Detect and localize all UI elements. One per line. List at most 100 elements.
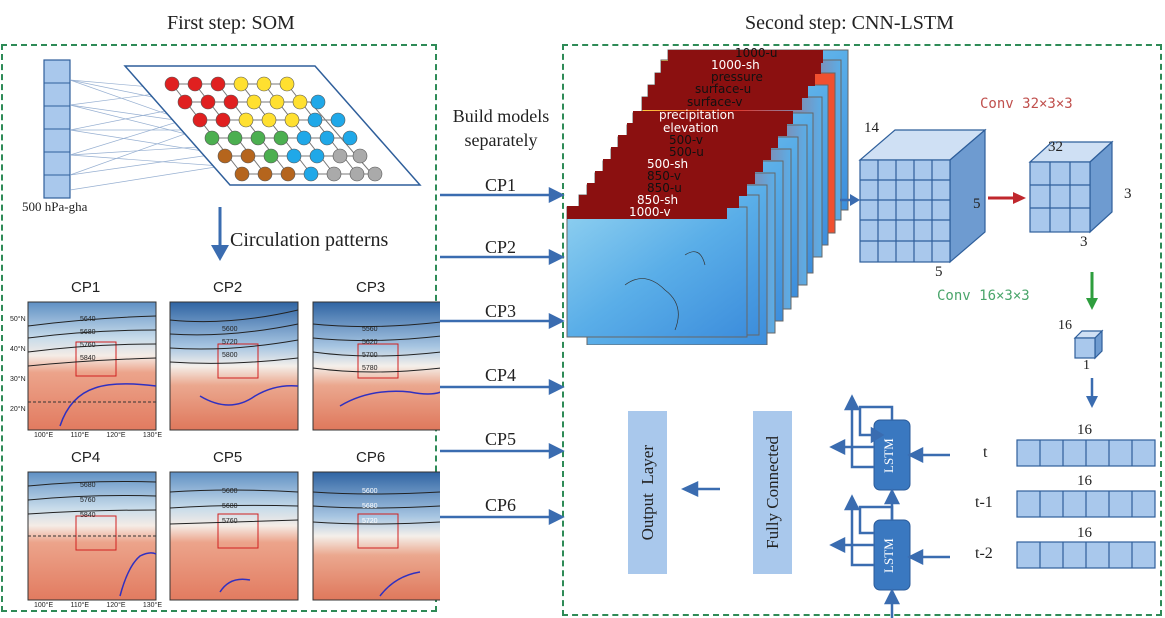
- map-cp6: [312, 471, 440, 601]
- cube2-depth-label: 32: [1048, 139, 1063, 155]
- var-label: 500-u: [669, 145, 704, 159]
- contour-labels-cp4: 5680 5760 5840: [80, 478, 96, 523]
- cube-2: [1028, 140, 1114, 234]
- lon-label: 130°E: [142, 432, 162, 439]
- step2-title: Second step: CNN-LSTM: [745, 12, 954, 34]
- lstm-section: [681, 394, 950, 618]
- var-label: 850-sh: [637, 193, 679, 207]
- contour-label: 5720: [362, 518, 378, 525]
- cp3-label: CP3: [485, 301, 517, 321]
- contour-label: 5700: [362, 352, 378, 359]
- lon-label: 100°E: [34, 602, 54, 609]
- cp1-label: CP1: [485, 175, 517, 195]
- contour-label: 5760: [222, 518, 238, 525]
- sequence-vectors: [1016, 439, 1156, 569]
- var-label: 500-sh: [647, 157, 689, 171]
- contour-labels-cp2: 5600 5720 5800: [222, 323, 238, 362]
- contour-label: 5720: [222, 339, 238, 346]
- cube1-depth-label: 14: [864, 120, 879, 136]
- seq-time-t-2: t-2: [975, 545, 993, 562]
- som-input-label: 500 hPa-gha: [22, 199, 88, 214]
- contour-labels-cp1: 5640 5680 5760 5840: [80, 313, 96, 365]
- map-cp5: [169, 471, 299, 601]
- panel-title-cp6: CP6: [356, 449, 386, 466]
- contour-label: 5600: [362, 488, 378, 495]
- down-arrow-icon: [211, 207, 229, 261]
- contour-label: 5760: [80, 497, 96, 504]
- cp4-label: CP4: [485, 365, 517, 385]
- build-label-line2: separately: [464, 130, 538, 150]
- contour-label: 5680: [362, 503, 378, 510]
- lon-label: 110°E: [70, 432, 90, 439]
- var-label: 500-v: [669, 133, 704, 147]
- variable-stack: [565, 45, 855, 345]
- var-label: 1000-u: [735, 46, 778, 60]
- lon-label: 100°E: [34, 432, 54, 439]
- circulation-patterns-label: Circulation patterns: [230, 229, 389, 251]
- lon-label: 120°E: [106, 602, 126, 609]
- seq-time-t: t: [983, 444, 988, 461]
- output-layer: Output Layer: [628, 411, 667, 574]
- som-network: [43, 59, 422, 199]
- cube2-side-label: 3: [1124, 186, 1132, 202]
- var-label: elevation: [663, 121, 719, 135]
- lstm-label-top: LSTM: [881, 438, 896, 474]
- lat-label: 30°N: [10, 376, 26, 383]
- fully-connected-layer: Fully Connected: [753, 411, 792, 574]
- lon-label: 110°E: [70, 602, 90, 609]
- lon-label: 130°E: [142, 602, 162, 609]
- map-cp2: [169, 301, 299, 431]
- contour-labels-cp3: 5560 5620 5700 5780: [362, 323, 378, 375]
- contour-label: 5620: [362, 339, 378, 346]
- lat-label: 50°N: [10, 316, 26, 323]
- cube2-bottom-label: 3: [1080, 234, 1088, 250]
- cp-maps: [27, 301, 440, 601]
- cube3-bottom-label: 1: [1083, 358, 1090, 373]
- map-cp1: [27, 301, 157, 431]
- seq-size-t: 16: [1077, 422, 1092, 438]
- contour-label: 5680: [80, 329, 96, 336]
- seq-size-t-2: 16: [1077, 525, 1092, 541]
- variable-labels: 1000-u 1000-sh pressure surface-u surfac…: [565, 45, 855, 245]
- var-label: 850-v: [647, 169, 682, 183]
- output-layer-label: Output Layer: [637, 444, 657, 541]
- var-label: 1000-v: [629, 205, 671, 219]
- build-models-label: Build models separately: [441, 104, 561, 152]
- contour-label: 5800: [222, 352, 238, 359]
- contour-labels-cp6: 5600 5680 5720: [362, 484, 378, 529]
- map-lat-labels: 50°N 40°N 30°N 20°N: [10, 305, 26, 425]
- cp2-label: CP2: [485, 237, 517, 257]
- lat-label: 20°N: [10, 406, 26, 413]
- conv1-label: Conv 32×3×3: [980, 96, 1073, 112]
- cube-3: [1073, 329, 1104, 360]
- contour-label: 5600: [222, 326, 238, 333]
- conv-cubes: [840, 128, 1114, 408]
- som-input-column: [43, 59, 71, 199]
- lat-label: 40°N: [10, 346, 26, 353]
- contour-label: 5840: [80, 512, 96, 519]
- build-label-line1: Build models: [452, 106, 550, 126]
- contour-label: 5600: [222, 488, 238, 495]
- som-nodes: [164, 76, 383, 182]
- var-label: 1000-sh: [711, 58, 760, 72]
- contour-label: 5780: [362, 365, 378, 372]
- panel-title-cp5: CP5: [213, 449, 243, 466]
- panel-title-cp3: CP3: [356, 279, 386, 296]
- panel-title-cp1: CP1: [71, 279, 101, 296]
- seq-size-t-1: 16: [1077, 473, 1092, 489]
- step1-title: First step: SOM: [167, 12, 295, 34]
- lon-label: 120°E: [106, 432, 126, 439]
- cube1-bottom-label: 5: [935, 264, 943, 280]
- contour-label: 5680: [222, 503, 238, 510]
- contour-label: 5680: [80, 482, 96, 489]
- map-lon-labels-bottom: 100°E 110°E 120°E 130°E: [34, 602, 162, 609]
- panel-title-cp2: CP2: [213, 279, 243, 296]
- map-lon-labels: 100°E 110°E 120°E 130°E: [34, 432, 162, 439]
- conv2-label: Conv 16×3×3: [937, 288, 1030, 304]
- var-label: 850-u: [647, 181, 682, 195]
- var-label: surface-v: [687, 95, 743, 109]
- lstm-label-bottom: LSTM: [881, 538, 896, 574]
- fully-connected-label: Fully Connected: [762, 436, 782, 549]
- contour-label: 5840: [80, 355, 96, 362]
- cnn-lstm-dashed-box: [562, 44, 1162, 616]
